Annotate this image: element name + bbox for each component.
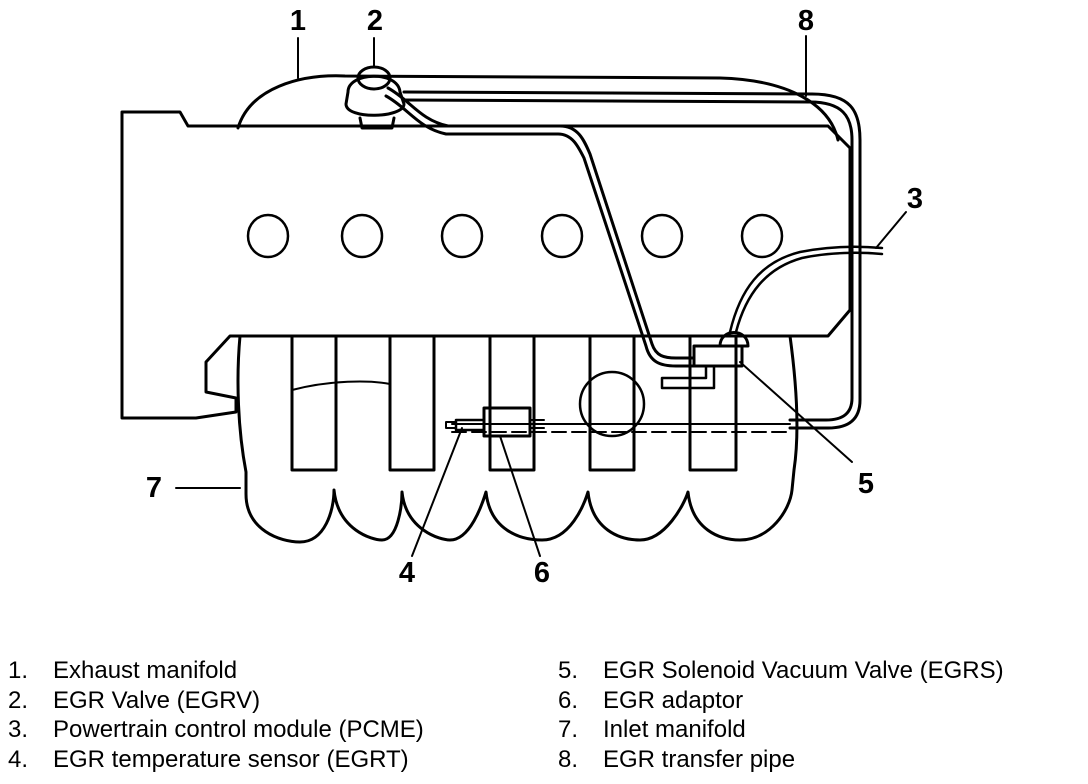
legend-text: Exhaust manifold xyxy=(53,657,238,684)
legend-text: EGR transfer pipe xyxy=(603,745,796,773)
callout-8: 8 xyxy=(798,5,814,37)
inlet-manifold-shape xyxy=(236,334,799,544)
legend-number: 2. xyxy=(8,686,29,714)
port-hole xyxy=(640,213,684,259)
callout-5: 5 xyxy=(858,468,874,500)
legend-number: 7. xyxy=(558,716,579,743)
exhaust-manifold-shape xyxy=(236,74,840,142)
callout-4: 4 xyxy=(399,557,415,589)
legend-item: 1. Exhaust manifold xyxy=(8,656,424,686)
legend-item: 2. EGR Valve (EGRV) xyxy=(8,686,424,716)
port-hole xyxy=(246,213,290,259)
legend-item: 7. Inlet manifold xyxy=(558,715,1004,745)
legend-right-column: 5. EGR Solenoid Vacuum Valve (EGRS) 6. EGR… xyxy=(558,656,1004,774)
egr-temp-sensor-shape xyxy=(445,418,486,432)
legend-item: 5. EGR Solenoid Vacuum Valve (EGRS) xyxy=(558,656,1004,686)
callout-6: 6 xyxy=(534,557,550,589)
egr-transfer-pipe-shape xyxy=(402,90,862,430)
legend-text: EGR temperature sensor (EGRT) xyxy=(53,745,409,773)
legend-number: 6. xyxy=(558,686,579,714)
legend-item: 8. EGR transfer pipe xyxy=(558,745,1004,775)
vacuum-hose xyxy=(384,86,696,368)
pcm-cable-inner xyxy=(734,251,884,334)
legend-text: Inlet manifold xyxy=(603,716,746,743)
leader-lines xyxy=(175,35,907,557)
port-hole xyxy=(540,213,584,259)
callout-2: 2 xyxy=(367,5,383,37)
legend-text: EGR Solenoid Vacuum Valve (EGRS) xyxy=(603,657,1004,684)
legend-number: 8. xyxy=(558,745,579,773)
callout-7: 7 xyxy=(146,472,162,504)
port-holes xyxy=(246,213,784,259)
legend-text: Powertrain control module (PCME) xyxy=(53,716,424,743)
pcm-cable xyxy=(728,245,884,334)
legend-text: EGR Valve (EGRV) xyxy=(53,686,261,714)
legend-number: 1. xyxy=(8,657,29,684)
legend-item: 3. Powertrain control module (PCME) xyxy=(8,715,424,745)
legend-number: 5. xyxy=(558,657,579,684)
cylinder-head xyxy=(120,110,852,420)
egr-system-diagram: 1 2 3 4 5 6 7 8 xyxy=(120,5,923,589)
port-hole xyxy=(340,213,384,259)
legend-number: 3. xyxy=(8,716,29,743)
legend-item: 6. EGR adaptor xyxy=(558,686,1004,716)
leader-line-6 xyxy=(499,435,541,557)
legend-item: 4. EGR temperature sensor (EGRT) xyxy=(8,745,424,775)
legend-number: 4. xyxy=(8,745,29,773)
legend-left-column: 1. Exhaust manifold 2. EGR Valve (EGRV) 3.… xyxy=(8,656,424,774)
leader-line-4 xyxy=(411,427,463,557)
port-hole xyxy=(740,213,784,259)
callout-3: 3 xyxy=(907,183,923,215)
legend-text: EGR adaptor xyxy=(603,686,744,714)
egr-solenoid-shape xyxy=(660,331,750,390)
port-hole xyxy=(440,213,484,259)
leader-line-5 xyxy=(739,361,853,463)
callout-1: 1 xyxy=(290,5,306,37)
leader-line-3 xyxy=(875,211,907,249)
